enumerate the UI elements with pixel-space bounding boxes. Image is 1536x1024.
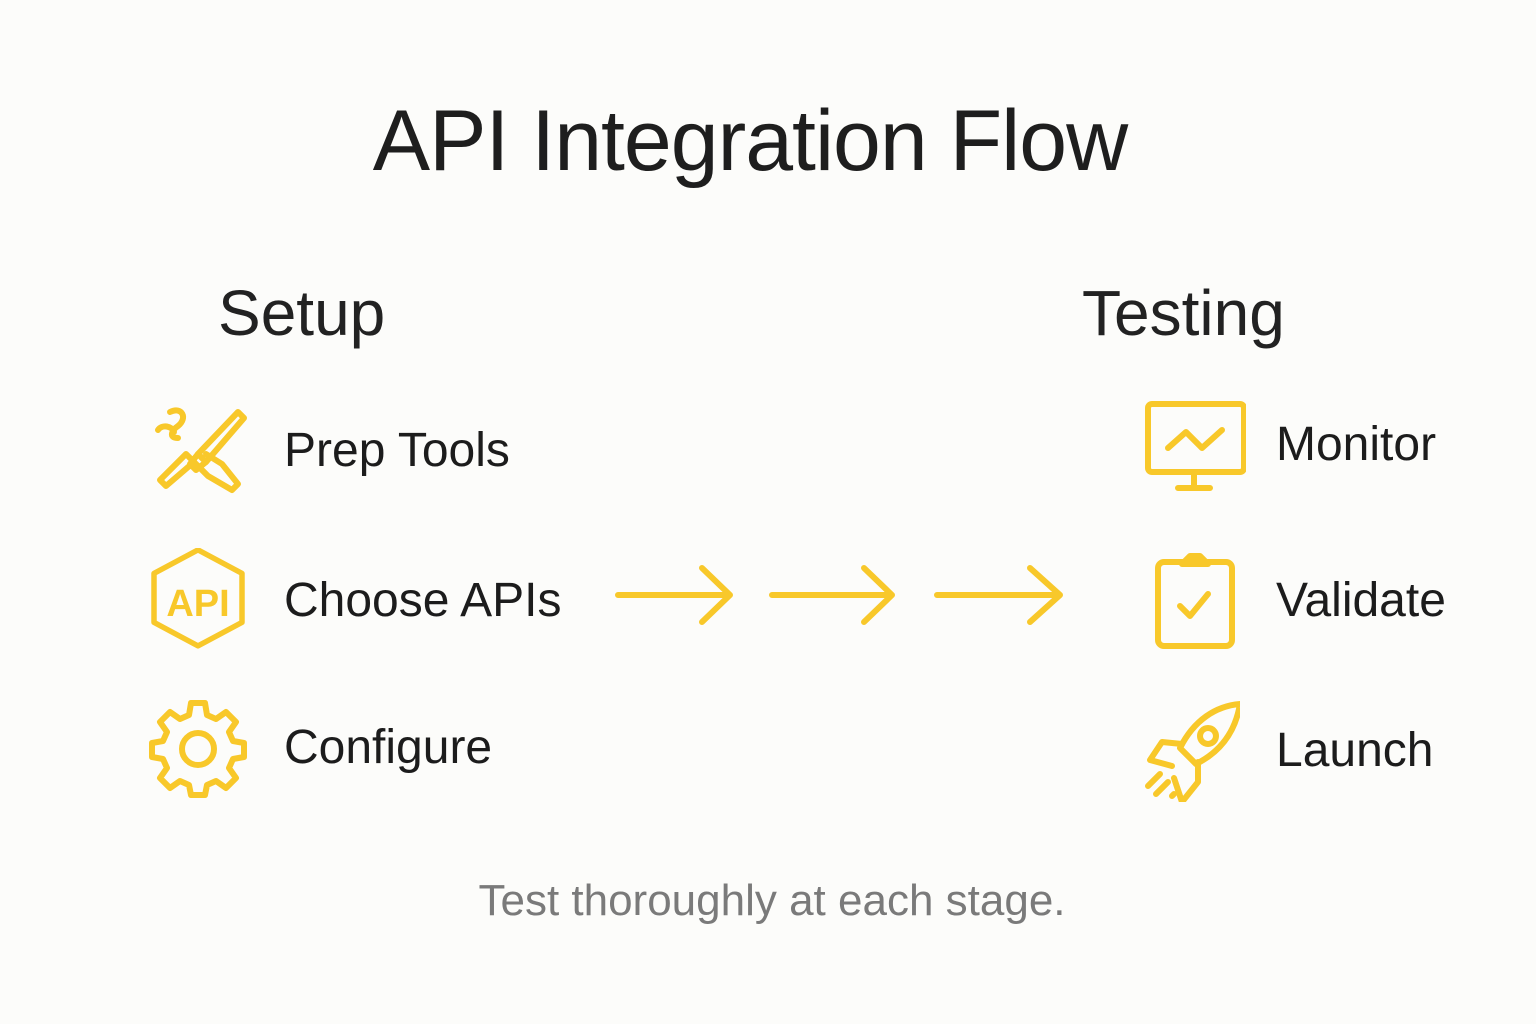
step-choose-apis: API Choose APIs — [146, 548, 562, 652]
step-label: Monitor — [1276, 417, 1437, 471]
step-label: Configure — [284, 720, 493, 774]
step-label: Choose APIs — [284, 573, 562, 627]
step-validate: Validate — [1142, 548, 1446, 652]
api-hexagon-icon: API — [146, 548, 250, 652]
footer-note: Test thoroughly at each stage. — [478, 876, 1066, 925]
step-launch: Launch — [1136, 698, 1433, 802]
api-icon-text: API — [166, 583, 229, 625]
step-configure: Configure — [146, 695, 492, 799]
tools-icon — [146, 398, 250, 502]
arrow-right-icon — [934, 565, 1063, 625]
monitor-chart-icon — [1142, 392, 1246, 496]
arrow-right-icon — [769, 565, 895, 625]
page-title: API Integration Flow — [372, 93, 1128, 189]
step-label: Launch — [1276, 723, 1434, 777]
testing-heading: Testing — [1082, 277, 1285, 349]
clipboard-check-icon — [1142, 548, 1246, 652]
step-prep-tools: Prep Tools — [146, 398, 510, 502]
arrow-right-icon — [615, 565, 733, 625]
step-monitor: Monitor — [1142, 392, 1436, 496]
step-label: Validate — [1276, 573, 1446, 627]
step-label: Prep Tools — [284, 423, 510, 477]
gear-icon — [146, 695, 250, 799]
rocket-icon — [1136, 698, 1240, 802]
flow-arrows — [615, 565, 1063, 625]
setup-heading: Setup — [218, 277, 386, 349]
